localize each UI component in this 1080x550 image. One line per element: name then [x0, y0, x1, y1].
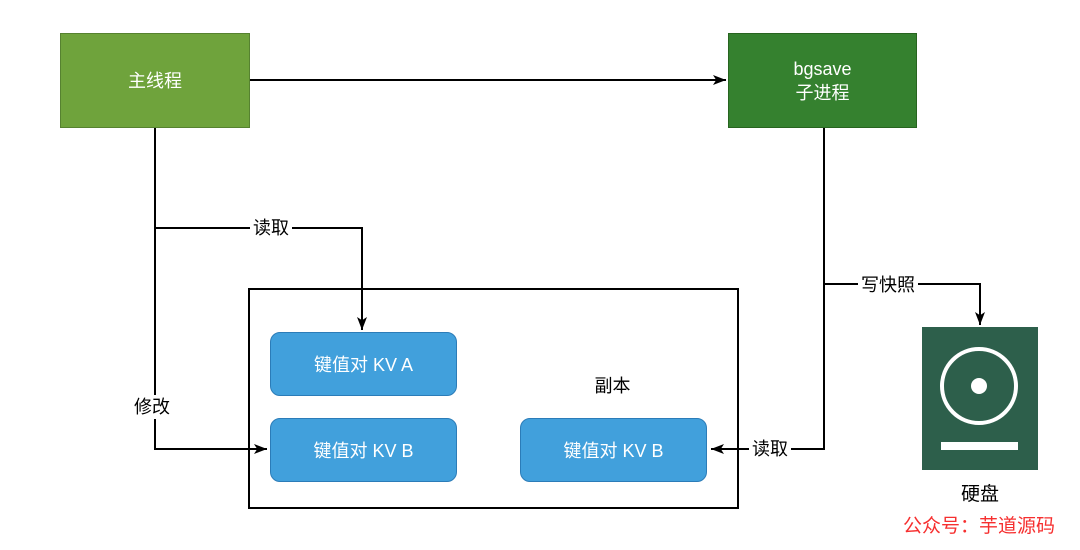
replica-label: 副本 [594, 376, 631, 396]
node-kv-b-copy: 键值对 KV B [520, 418, 707, 482]
hard-disk-spindle [971, 378, 987, 394]
edge-label-read-right: 读取 [749, 437, 791, 461]
edge-label-write-snapshot: 写快照 [858, 273, 918, 297]
node-bgsave-label-line1: bgsave [793, 58, 852, 79]
node-kv-b: 键值对 KV B [270, 418, 457, 482]
edge-label-modify: 修改 [131, 395, 173, 419]
node-main-thread: 主线程 [60, 33, 250, 128]
node-main-thread-label: 主线程 [128, 70, 182, 91]
hard-disk-slot [941, 442, 1018, 450]
node-bgsave-label-line2: 子进程 [795, 82, 850, 103]
hard-disk-icon [922, 327, 1038, 470]
watermark-text: 公众号：芋道源码 [903, 516, 1056, 537]
node-bgsave-child-process: bgsave 子进程 [728, 33, 917, 128]
hard-disk-platter [940, 347, 1018, 425]
node-kv-a: 键值对 KV A [270, 332, 457, 396]
node-kv-a-label: 键值对 KV A [313, 355, 414, 375]
node-kv-b-copy-label: 键值对 KV B [563, 441, 664, 461]
edge-label-read-left: 读取 [250, 216, 292, 240]
hard-disk-label: 硬盘 [960, 484, 999, 505]
node-kv-b-label: 键值对 KV B [313, 441, 414, 461]
